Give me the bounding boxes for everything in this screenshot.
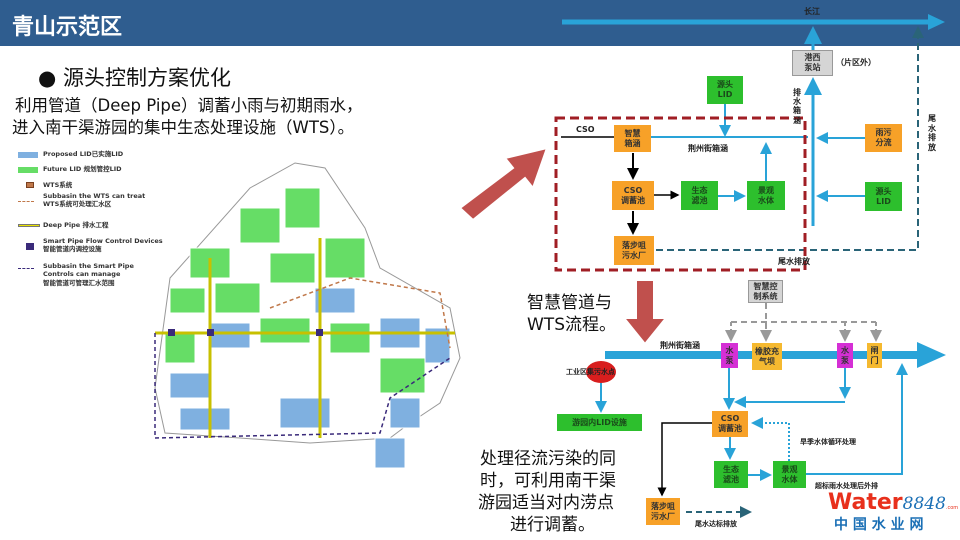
box-eco-filter: 生态 滤池	[681, 181, 718, 210]
legend-proposed: Proposed LID已实施LID	[43, 150, 124, 158]
box-treatment-plant: 落步咀 污水厂	[614, 236, 654, 265]
bullet-heading: ● 源头控制方案优化	[38, 66, 231, 90]
box-source-lid-top: 源头 LID	[707, 76, 743, 104]
label-yangtze: 长江	[804, 7, 820, 16]
caption-b1: 处理径流污染的同	[480, 449, 616, 469]
label-cso: CSO	[576, 125, 595, 134]
box-pump-1: 水 泵	[721, 343, 738, 368]
legend-line-smart-subbasin	[18, 268, 34, 269]
caption-b3: 游园适当对内涝点	[478, 493, 614, 513]
box-eco-filter-2: 生态 滤池	[714, 461, 748, 488]
watermark-logo: Water8848.com	[828, 490, 958, 515]
red-arrow-down-icon	[621, 279, 669, 346]
label-tail-discharge-vertical: 尾 水 排 放	[928, 114, 936, 152]
legend-line-deep-pipe	[18, 224, 40, 227]
watermark-chinese: 中 国 水 业 网	[834, 517, 924, 533]
box-smart-control-system: 智慧控 制系统	[748, 280, 783, 303]
header-strip	[532, 0, 960, 5]
legend-swatch-wts	[26, 182, 34, 188]
label-industrial-point: 工业区集污水点	[566, 368, 615, 376]
desc-line-1: 利用管道（Deep Pipe）调蓄小雨与初期雨水，	[15, 96, 363, 115]
watermark-number: 8848	[902, 494, 946, 514]
label-jingzhou-culvert-2: 荆州街箱涵	[660, 341, 700, 350]
desc-line-2: 进入南干渠游园的集中生态处理设施（WTS）。	[12, 118, 355, 137]
district-map	[154, 162, 461, 469]
caption-flow-1: 智慧管道与	[527, 293, 612, 313]
page-title: 青山示范区	[12, 15, 123, 40]
box-separation: 雨污 分流	[865, 124, 902, 152]
box-pump-station: 港西 泵站	[792, 50, 833, 76]
box-gate: 闸 门	[867, 343, 882, 368]
box-cso-pool: CSO 调蓄池	[612, 181, 654, 210]
label-dry-season: 旱季水体循环处理	[800, 438, 856, 446]
watermark-brand: Water	[828, 490, 903, 515]
box-pump-2: 水 泵	[837, 343, 853, 368]
label-tail-discharge: 尾水排放	[778, 257, 810, 266]
caption-b2: 时，可利用南干渠	[480, 471, 616, 491]
legend-swatch-future	[18, 167, 38, 173]
box-treatment-plant-2: 落步咀 污水厂	[646, 498, 680, 525]
label-tail-standard: 尾水达标排放	[695, 520, 737, 528]
label-drain-culvert: 排 水 箱 涵	[793, 88, 801, 125]
label-jingzhou-culvert: 荆州街箱涵	[688, 144, 728, 153]
legend-line-wts-subbasin	[18, 201, 34, 202]
legend-deep-pipe: Deep Pipe 排水工程	[43, 221, 109, 229]
box-source-lid-right: 源头 LID	[865, 182, 902, 211]
caption-flow-2: WTS流程。	[527, 315, 616, 335]
caption-b4: 进行调蓄。	[510, 515, 595, 535]
watermark-domain: .com	[945, 505, 959, 511]
box-landscape-water-2: 景观 水体	[773, 461, 806, 488]
legend-wts-subbasin: Subbasin the WTS can treat WTS系统可处理汇水区	[43, 192, 146, 209]
box-rubber-dam: 橡胶充 气坝	[752, 343, 782, 370]
legend-smart-device: Smart Pipe Flow Control Devices 智能管道内调控设…	[43, 237, 163, 254]
label-excess-discharge: 超标雨水处理后外排	[815, 482, 878, 490]
legend-swatch-proposed	[18, 152, 38, 158]
box-landscape-water: 景观 水体	[747, 181, 785, 210]
red-arrow-diagonal-icon	[458, 146, 549, 222]
legend-future: Future LID 规划管控LID	[43, 165, 122, 173]
box-park-lid: 游园内LID设施	[557, 414, 642, 431]
legend-smart-subbasin: Subbasin the Smart Pipe Controls can man…	[43, 262, 134, 287]
bullet-heading-text: 源头控制方案优化	[63, 66, 231, 90]
box-smart-culvert: 智慧 箱涵	[614, 125, 651, 152]
legend-wts: WTS系统	[43, 181, 73, 189]
label-outside: （片区外）	[836, 58, 876, 67]
box-cso-pool-2: CSO 调蓄池	[712, 411, 748, 437]
legend-swatch-smart-device	[26, 243, 34, 250]
